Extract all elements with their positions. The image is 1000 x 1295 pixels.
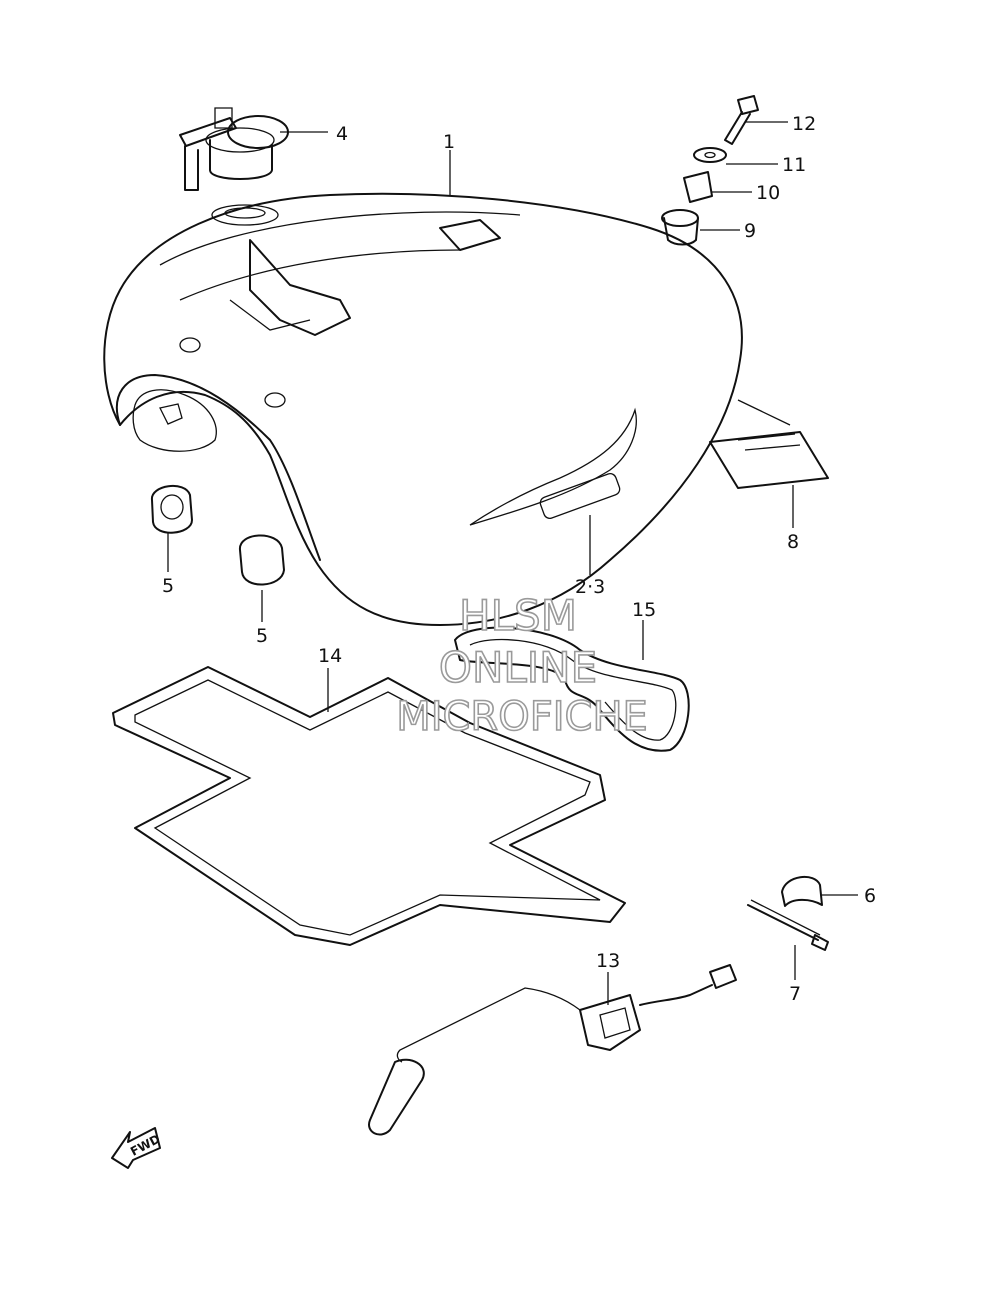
callout-11: 11	[782, 154, 806, 176]
cushion-part-9	[661, 209, 699, 246]
callout-2-3: 2·3	[575, 576, 605, 598]
forward-arrow-icon: FWD	[111, 1127, 162, 1169]
callout-1: 1	[443, 131, 455, 153]
leader-lines	[167, 121, 858, 1005]
fuel-sender-part-13	[368, 964, 737, 1136]
clamp-part-6	[781, 876, 823, 907]
callout-labels: 1 2·3 4 5 5 6 7 8 9 10 11 12 13 14 15	[162, 113, 876, 1005]
watermark: HLSM ONLINE MICROFICHE	[395, 590, 648, 741]
cap-part-5-a	[151, 484, 193, 534]
callout-10: 10	[756, 182, 780, 204]
gasket-part-14	[112, 666, 626, 946]
hose-part-7	[747, 899, 829, 951]
watermark-line-1: HLSM	[459, 591, 577, 640]
callout-4: 4	[336, 123, 348, 145]
callout-5-a: 5	[162, 575, 174, 597]
watermark-line-2: ONLINE	[439, 643, 597, 692]
washer-part-11	[693, 147, 727, 163]
callout-9: 9	[744, 220, 756, 242]
callout-14: 14	[318, 645, 342, 667]
fuel-cap-with-keys-part-4	[179, 107, 289, 191]
callout-12: 12	[792, 113, 816, 135]
callout-6: 6	[864, 885, 876, 907]
callout-7: 7	[789, 983, 801, 1005]
bolt-part-12	[724, 95, 759, 145]
callout-13: 13	[596, 950, 620, 972]
callout-8: 8	[787, 531, 799, 553]
pad-part-8	[709, 431, 829, 489]
callout-15: 15	[632, 599, 656, 621]
gasket-part-15	[454, 626, 690, 752]
collar-part-10	[683, 171, 713, 203]
fuel-tank-part-1	[103, 192, 743, 626]
cap-part-5-b	[239, 534, 285, 586]
watermark-line-3: MICROFICHE	[396, 694, 648, 740]
callout-5-b: 5	[256, 625, 268, 647]
